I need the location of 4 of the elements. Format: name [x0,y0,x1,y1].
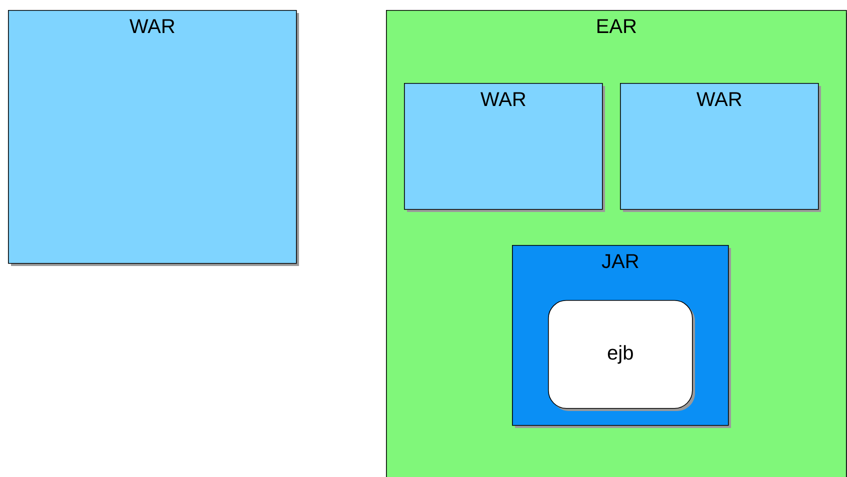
archive-box: WAR [8,10,299,266]
archive-box: WAR [404,83,605,212]
component-box: ejb [548,300,695,411]
archive-box: WAR [620,83,821,212]
